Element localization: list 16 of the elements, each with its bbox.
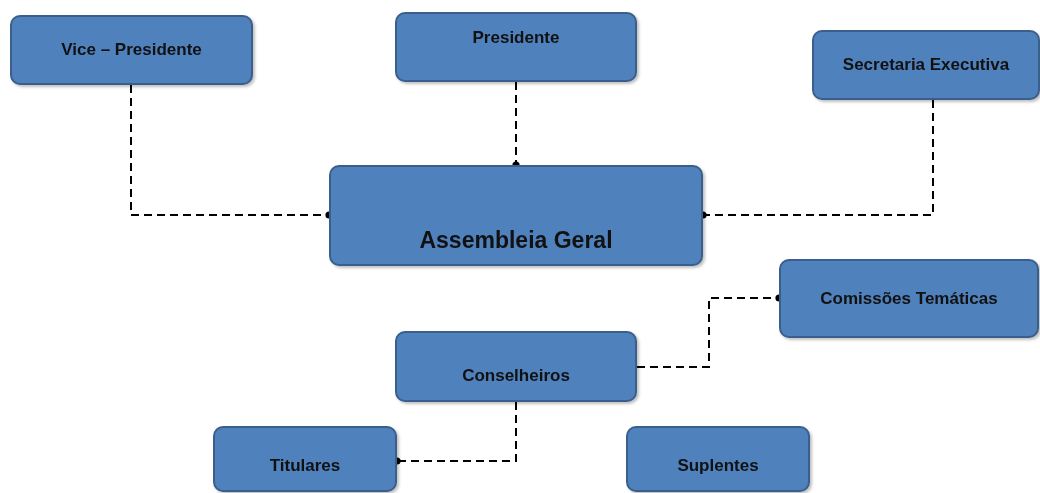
box-label: Comissões Temáticas: [820, 287, 998, 310]
box-label: Secretaria Executiva: [842, 54, 1010, 76]
org-box: [626, 426, 810, 492]
box-label: Presidente: [472, 27, 560, 49]
box-label: Assembleia Geral: [419, 226, 613, 255]
box-label: Titulares: [269, 455, 341, 477]
box-label: Conselheiros: [462, 365, 570, 387]
box-label: Vice – Presidente: [61, 39, 202, 61]
org-box: [812, 30, 1040, 100]
org-box: [213, 426, 397, 492]
org-box: [395, 12, 637, 82]
org-box: [395, 331, 637, 402]
org-box: [329, 165, 703, 266]
box-label: Suplentes: [677, 455, 759, 477]
org-box: [10, 15, 253, 85]
org-box: [779, 259, 1039, 338]
